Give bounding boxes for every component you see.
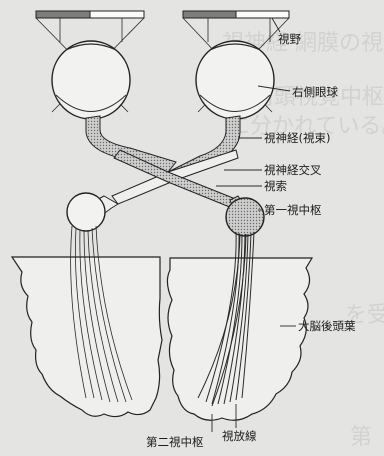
label-secondary-visual-center: 第二視中枢 [146,435,204,449]
left-primary-visual-center [67,193,105,231]
label-optic-chiasm: 視神経交叉 [264,163,322,177]
label-visual-field: 視野 [278,32,301,46]
label-optic-tract: 視索 [264,179,287,193]
label-occipital-lobe: 大脳後頭葉 [298,319,356,333]
right-eyeball [196,41,274,119]
label-optic-radiation: 視放線 [222,429,257,443]
optic-nerves-and-chiasm [86,116,240,208]
label-optic-nerve: 視神経(視束) [264,131,330,145]
bleed-line-5: 第 [350,425,372,450]
label-primary-visual-center: 第一視中枢 [264,203,322,217]
label-right-eyeball: 右側眼球 [292,85,338,99]
right-primary-visual-center [226,198,264,236]
right-visual-field-bar [183,11,289,18]
left-eyeball [52,41,130,119]
left-visual-field-bar [36,11,144,18]
